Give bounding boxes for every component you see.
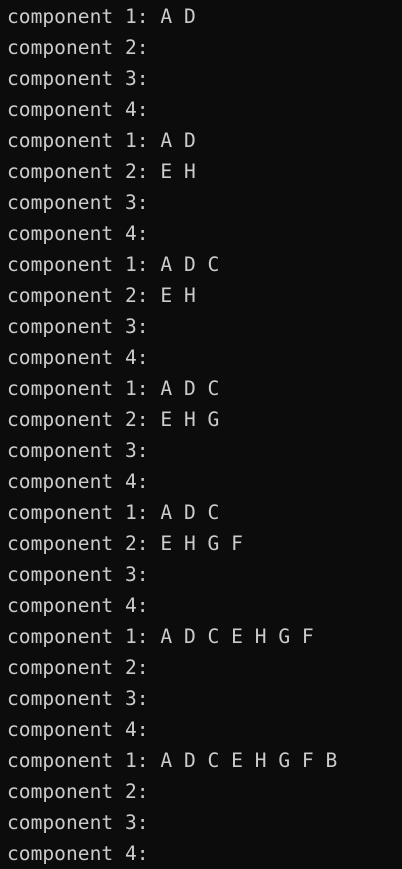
output-line: component 1: A D C E H G F <box>7 625 314 648</box>
output-line: component 4: <box>7 470 149 493</box>
output-line: component 3: <box>7 687 149 710</box>
output-line: component 1: A D C E H G F B <box>7 749 338 772</box>
output-line: component 4: <box>7 346 149 369</box>
output-line: component 4: <box>7 718 149 741</box>
output-line: component 3: <box>7 439 149 462</box>
output-line: component 3: <box>7 67 149 90</box>
output-line: component 3: <box>7 315 149 338</box>
output-line: component 1: A D <box>7 129 196 152</box>
output-line: component 2: E H G <box>7 408 220 431</box>
output-line: component 4: <box>7 222 149 245</box>
output-line: component 4: <box>7 842 149 865</box>
output-line: component 3: <box>7 811 149 834</box>
output-line: component 2: <box>7 656 149 679</box>
output-line: component 3: <box>7 563 149 586</box>
output-line: component 1: A D C <box>7 377 220 400</box>
output-line: component 2: <box>7 36 149 59</box>
output-line: component 2: E H <box>7 160 196 183</box>
output-line: component 2: <box>7 780 149 803</box>
output-line: component 4: <box>7 594 149 617</box>
output-line: component 1: A D C <box>7 253 220 276</box>
output-line: component 4: <box>7 98 149 121</box>
output-line: component 2: E H G F <box>7 532 243 555</box>
output-line: component 1: A D C <box>7 501 220 524</box>
output-line: component 1: A D <box>7 5 196 28</box>
output-line: component 2: E H <box>7 284 196 307</box>
output-line: component 3: <box>7 191 149 214</box>
